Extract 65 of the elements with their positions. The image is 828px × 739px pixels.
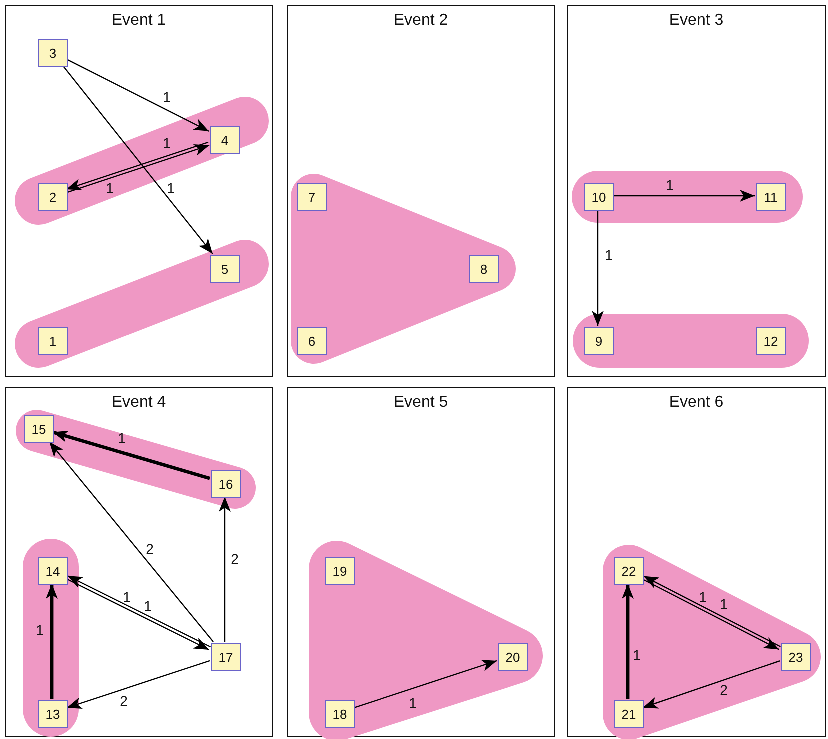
- edge-label: 1: [118, 431, 126, 445]
- node-box: 7: [297, 183, 327, 211]
- node-box: 17: [211, 643, 241, 671]
- node-box: 21: [614, 700, 644, 728]
- edge-label: 1: [144, 599, 152, 613]
- node-box: 11: [756, 183, 786, 211]
- node-box: 1: [38, 327, 68, 355]
- node-box: 15: [24, 415, 54, 443]
- node-box: 2: [38, 183, 68, 211]
- edge-label: 1: [123, 590, 131, 604]
- event-panel: [5, 387, 273, 737]
- edge-label: 1: [36, 623, 44, 637]
- event-panel: [287, 387, 555, 737]
- edge-label: 1: [163, 136, 171, 150]
- node-box: 14: [38, 557, 68, 585]
- edge-label: 2: [120, 694, 128, 708]
- arrow: [592, 210, 604, 326]
- edge-label: 1: [699, 590, 707, 604]
- node-box: 16: [211, 470, 241, 498]
- event-panel: [567, 5, 826, 377]
- edge-label: 1: [633, 648, 641, 662]
- node-box: 19: [325, 557, 355, 585]
- node-box: 23: [781, 643, 811, 671]
- arrow: [46, 584, 58, 699]
- panel-title: Event 6: [669, 394, 724, 411]
- node-box: 22: [614, 557, 644, 585]
- edge-label: 2: [146, 542, 154, 556]
- node-box: 6: [297, 327, 327, 355]
- node-box: 12: [756, 327, 786, 355]
- arrow: [52, 430, 210, 480]
- node-box: 10: [584, 183, 614, 211]
- edge-label: 1: [720, 597, 728, 611]
- edge-label: 2: [720, 683, 728, 697]
- node-box: 5: [210, 255, 240, 283]
- edge-label: 1: [167, 181, 175, 195]
- arrow: [49, 442, 214, 642]
- arrow: [62, 66, 214, 254]
- edge-label: 1: [163, 90, 171, 104]
- event-panel: [567, 387, 826, 737]
- panel-title: Event 2: [394, 12, 448, 29]
- arrow: [642, 660, 780, 709]
- node-box: 13: [38, 700, 68, 728]
- panel-title: Event 3: [669, 12, 724, 29]
- edge-label: 2: [231, 552, 239, 566]
- edge-label: 1: [666, 178, 674, 192]
- arrow: [219, 497, 231, 642]
- node-box: 4: [210, 126, 240, 154]
- event-panel: [5, 5, 273, 377]
- panel-title: Event 4: [112, 394, 166, 411]
- edge-label: 1: [605, 248, 613, 262]
- node-box: 9: [584, 327, 614, 355]
- arrow: [613, 190, 755, 202]
- node-box: 8: [469, 255, 499, 283]
- arrow: [354, 660, 498, 709]
- panel-title: Event 1: [112, 12, 166, 29]
- arrow: [66, 59, 210, 132]
- arrow: [622, 584, 634, 699]
- edge-label: 1: [106, 181, 114, 195]
- node-box: 3: [38, 39, 68, 67]
- node-box: 20: [498, 643, 528, 671]
- arrow: [66, 660, 210, 710]
- event-panel: [287, 5, 555, 377]
- panel-title: Event 5: [394, 394, 448, 411]
- edge-label: 1: [409, 696, 417, 710]
- node-box: 18: [325, 700, 355, 728]
